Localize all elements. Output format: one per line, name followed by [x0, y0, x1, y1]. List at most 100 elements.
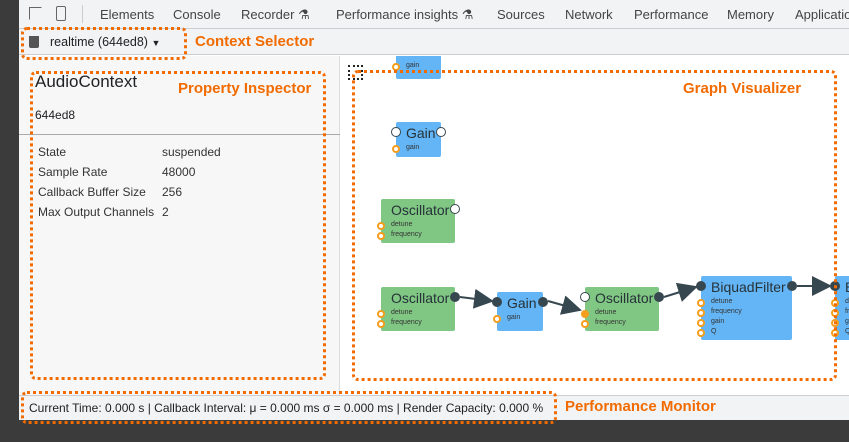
graph-edges — [459, 276, 832, 315]
chevron-down-icon: ▼ — [151, 38, 161, 48]
tab-performance[interactable]: Performance — [634, 7, 709, 22]
param-label: detune — [391, 309, 413, 316]
param-port[interactable] — [697, 299, 705, 307]
node-title: Gain — [406, 125, 436, 141]
performance-stats: Current Time: 0.000 s | Callback Interva… — [29, 401, 544, 415]
param-label: gain — [507, 314, 521, 321]
tab-network[interactable]: Network — [565, 7, 613, 22]
annotation-property-inspector: Property Inspector — [178, 80, 312, 97]
node-title: Oscillator — [391, 202, 450, 218]
annotation-box-perf — [21, 391, 557, 424]
property-label: Max Output Channels — [38, 205, 155, 219]
input-port[interactable] — [391, 127, 401, 137]
context-toolbar: realtime (644ed8) ▼ — [19, 29, 849, 55]
param-label: Q — [845, 328, 849, 335]
param-label: frequency — [595, 319, 626, 326]
context-id: 644ed8 — [35, 108, 76, 122]
device-toolbar-icon[interactable] — [56, 6, 66, 21]
input-port[interactable] — [580, 292, 590, 302]
param-label: frequency — [845, 308, 849, 315]
param-port[interactable] — [697, 329, 705, 337]
param-label: gain — [406, 144, 420, 151]
param-label: detune — [845, 298, 849, 305]
param-port[interactable] — [493, 315, 501, 323]
property-label: Sample Rate — [38, 165, 108, 179]
param-port[interactable] — [697, 319, 705, 327]
annotation-box-graph — [352, 70, 837, 381]
param-port[interactable] — [377, 222, 385, 230]
annotation-performance-monitor: Performance Monitor — [565, 398, 716, 415]
param-label: detune — [711, 298, 733, 305]
property-value: 2 — [162, 205, 169, 219]
input-port[interactable] — [696, 281, 706, 291]
experiment-flask-icon: ⚗ — [298, 7, 310, 22]
experiment-flask-icon: ⚗ — [461, 7, 474, 22]
inspector-title: AudioContext — [35, 72, 138, 91]
param-label: gain — [711, 318, 725, 325]
trash-icon[interactable] — [29, 36, 39, 48]
param-port[interactable] — [377, 320, 385, 328]
performance-monitor: Current Time: 0.000 s | Callback Interva… — [19, 395, 849, 420]
output-port[interactable] — [787, 281, 797, 291]
property-value: 256 — [162, 185, 183, 199]
node-title: Oscillator — [391, 290, 450, 306]
output-port[interactable] — [450, 204, 460, 214]
audio-node[interactable]: Gain gain — [492, 292, 548, 331]
param-label: frequency — [391, 231, 422, 238]
param-port[interactable] — [697, 309, 705, 317]
edge — [547, 295, 582, 315]
param-label: gain — [845, 318, 849, 325]
inspect-element-icon[interactable] — [29, 7, 42, 20]
property-label: Callback Buffer Size — [38, 185, 146, 199]
audio-node[interactable]: BiquadFilter detune frequency gain Q — [830, 276, 849, 340]
audio-node[interactable]: Oscillator detune frequency — [377, 199, 460, 243]
edge — [663, 282, 698, 302]
param-label: detune — [595, 309, 617, 316]
output-port[interactable] — [436, 127, 446, 137]
property-value: suspended — [162, 145, 221, 159]
node-title: Gain — [406, 56, 436, 59]
output-port[interactable] — [654, 292, 664, 302]
tab-sources[interactable]: Sources — [497, 7, 545, 22]
tab-label: Performance insights — [336, 7, 459, 22]
output-port[interactable] — [538, 297, 548, 307]
audio-node[interactable]: Oscillator detune frequency — [377, 287, 460, 331]
property-value: 48000 — [162, 165, 196, 179]
param-port[interactable] — [377, 232, 385, 240]
tab-application[interactable]: Application — [795, 7, 849, 22]
tab-console[interactable]: Console — [173, 7, 221, 22]
context-selector-value: realtime (644ed8) — [50, 35, 148, 49]
param-label: frequency — [711, 308, 742, 315]
param-port[interactable] — [377, 310, 385, 318]
property-label: State — [38, 145, 67, 159]
output-port[interactable] — [450, 292, 460, 302]
divider — [19, 134, 340, 135]
tab-label: Recorder — [241, 7, 295, 22]
annotation-graph-visualizer: Graph Visualizer — [683, 80, 802, 97]
tab-bar: Elements Console Recorder ⚗ Performance … — [19, 0, 849, 29]
tab-memory[interactable]: Memory — [727, 7, 774, 22]
annotation-box-inspector — [30, 71, 326, 380]
context-selector[interactable]: realtime (644ed8) ▼ — [50, 35, 160, 49]
annotation-box-context — [21, 27, 187, 60]
node-title: Gain — [507, 295, 537, 311]
tab-elements[interactable]: Elements — [100, 7, 155, 22]
input-port[interactable] — [492, 297, 502, 307]
param-port[interactable] — [581, 320, 589, 328]
param-port[interactable] — [392, 145, 400, 153]
audio-node[interactable]: Gain gain — [391, 122, 446, 157]
param-label: detune — [391, 221, 413, 228]
audio-node[interactable]: Gain gain — [392, 56, 441, 79]
node-title: BiquadFilter — [845, 279, 849, 295]
graph-visualizer[interactable]: Gain gain Gain gain Oscillator detune frequ… — [340, 56, 849, 395]
edge — [459, 288, 494, 309]
param-port[interactable] — [581, 310, 589, 318]
node-title: BiquadFilter — [711, 279, 786, 295]
param-label: gain — [406, 62, 420, 69]
tab-performance-insights[interactable]: Performance insights ⚗ — [336, 7, 473, 23]
tab-recorder[interactable]: Recorder ⚗ — [241, 7, 310, 23]
param-label: frequency — [391, 319, 422, 326]
